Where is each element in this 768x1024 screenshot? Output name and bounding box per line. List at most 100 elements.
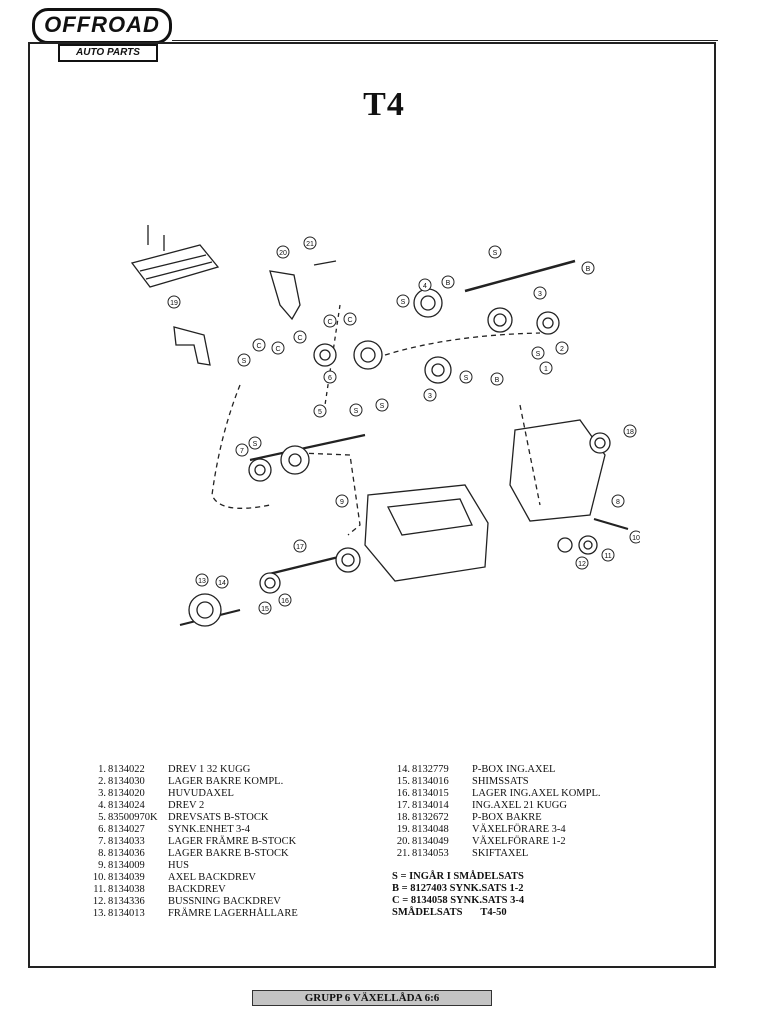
callout-label: C (297, 335, 302, 342)
page-frame (28, 42, 716, 968)
part-code: 8134013 (108, 908, 145, 919)
callout-label: 9 (340, 499, 344, 506)
part-description: FRÄMRE LAGERHÅLLARE (168, 908, 298, 919)
callout-label: C (327, 319, 332, 326)
part-code: 8134020 (108, 788, 145, 799)
part-code: 83500970K (108, 812, 158, 823)
callout-label: 15 (261, 606, 269, 613)
callout-label: S (242, 358, 247, 365)
part-row: 9.8134009 HUS (88, 860, 388, 872)
part-description: SKIFTAXEL (472, 848, 529, 859)
part-number: 9. (98, 860, 106, 871)
part-number: 1. (98, 764, 106, 775)
part-code: 8134014 (412, 800, 449, 811)
part-number: 16. (396, 788, 410, 799)
callout-label: B (495, 377, 500, 384)
callout-label: 8 (616, 499, 620, 506)
part-number: 15. (396, 776, 410, 787)
part-row: 11.8134038 BACKDREV (88, 884, 388, 896)
callout-label: 1 (544, 366, 548, 373)
part-description: HUVUDAXEL (168, 788, 234, 799)
callout-label: 16 (281, 598, 289, 605)
part-description: AXEL BACKDREV (168, 872, 256, 883)
part-row: 13.8134013 FRÄMRE LAGERHÅLLARE (88, 908, 388, 920)
part-code: 8134336 (108, 896, 145, 907)
callout-label: S (536, 351, 541, 358)
part-number: 21. (396, 848, 410, 859)
page-footer: GRUPP 6 VÄXELLÅDA 6:6 (252, 990, 492, 1006)
callout-label: 7 (240, 448, 244, 455)
part-description: BACKDREV (168, 884, 226, 895)
part-description: ING.AXEL 21 KUGG (472, 800, 567, 811)
callout-label: S (464, 375, 469, 382)
part-number: 8. (98, 848, 106, 859)
part-code: 8134016 (412, 776, 449, 787)
part-number: 20. (396, 836, 410, 847)
callout-label: 18 (626, 429, 634, 436)
part-code: 8134030 (108, 776, 145, 787)
part-description: HUS (168, 860, 190, 871)
part-code: 8132779 (412, 764, 449, 775)
callout-label: 2 (560, 346, 564, 353)
callout-label: C (256, 343, 261, 350)
part-description: P-BOX ING.AXEL (472, 764, 556, 775)
callout-label: 17 (296, 544, 304, 551)
kit-label: SMÅDELSATS (392, 907, 463, 918)
note-b: B = 8127403 SYNK.SATS 1-2 (392, 883, 524, 894)
callout-label: 21 (306, 241, 314, 248)
part-number: 18. (396, 812, 410, 823)
part-number: 11. (93, 884, 106, 895)
part-code: 8134049 (412, 836, 449, 847)
part-code: 8134024 (108, 800, 145, 811)
part-code: 8132672 (412, 812, 449, 823)
callout-label: S (493, 250, 498, 257)
kit-code: T4-50 (480, 907, 507, 918)
part-code: 8134033 (108, 836, 145, 847)
part-code: 8134009 (108, 860, 145, 871)
callout-label: 10 (632, 535, 640, 542)
callout-label: 13 (198, 578, 206, 585)
callout-label: B (446, 280, 451, 287)
callout-label: S (401, 299, 406, 306)
part-code: 8134038 (108, 884, 145, 895)
part-description: LAGER ING.AXEL KOMPL. (472, 788, 601, 799)
callout-label: 12 (578, 561, 586, 568)
part-description: DREV 2 (168, 800, 205, 811)
kit-row: SMÅDELSATS T4-50 (392, 907, 524, 919)
part-description: LAGER BAKRE B-STOCK (168, 848, 289, 859)
part-description: BUSSNING BACKDREV (168, 896, 281, 907)
part-number: 13. (92, 908, 106, 919)
part-number: 19. (396, 824, 410, 835)
callout-label: 6 (328, 375, 332, 382)
callout-label: 3 (538, 291, 542, 298)
brand-logo: OFFROAD AUTO PARTS (32, 8, 172, 62)
part-code: 8134027 (108, 824, 145, 835)
callout-label: B (586, 266, 591, 273)
logo-brand-text: OFFROAD (32, 8, 172, 44)
part-number: 10. (92, 872, 106, 883)
part-code: 8134053 (412, 848, 449, 859)
callout-label: C (275, 346, 280, 353)
part-number: 17. (396, 800, 410, 811)
callout-label: 14 (218, 580, 226, 587)
callout-label: C (347, 317, 352, 324)
exploded-parts-diagram: 1 2 3 3 4 5 6 7 8 9 10 11 12 13 14 15 16… (130, 225, 640, 627)
part-description: LAGER FRÄMRE B-STOCK (168, 836, 297, 847)
part-number: 3. (98, 788, 106, 799)
part-description: DREVSATS B-STOCK (168, 812, 269, 823)
